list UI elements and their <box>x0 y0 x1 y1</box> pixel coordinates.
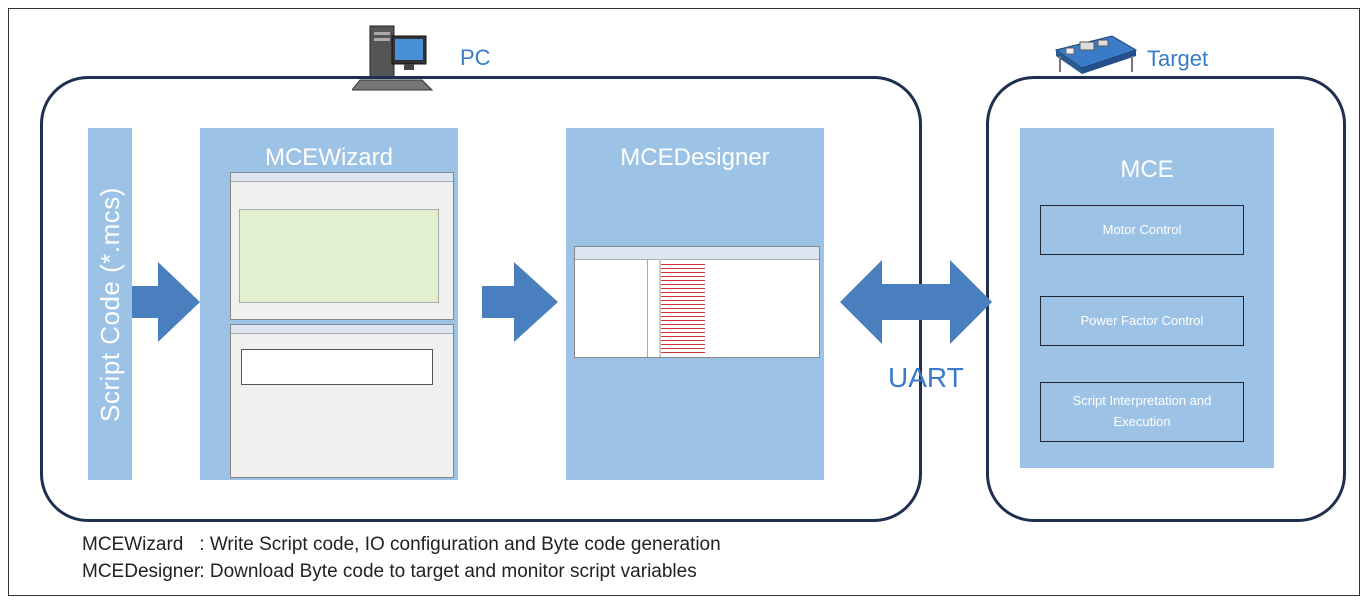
legend-name-2: MCEDesigner <box>82 561 201 582</box>
mcedesigner-title: MCEDesigner <box>620 144 770 171</box>
arrow-designer-target-bidirectional <box>840 260 992 344</box>
power-factor-control-box: Power Factor Control <box>1040 296 1244 346</box>
mcewizard-panel: MCEWizard <box>200 128 458 480</box>
legend-desc-1: Write Script code, IO configuration and … <box>209 534 721 555</box>
legend-desc-2: Download Byte code to target and monitor… <box>209 561 697 582</box>
target-label: Target <box>1147 46 1209 71</box>
legend-name-1: MCEWizard <box>82 534 184 555</box>
mcewizard-title: MCEWizard <box>264 144 393 171</box>
arrow-wizard-to-designer <box>482 262 558 342</box>
computer-icon <box>352 25 434 91</box>
script-configuration-window <box>230 324 454 478</box>
script-interpretation-box: Script Interpretation and Execution <box>1040 382 1244 442</box>
script-code-panel: Script Code (*.mcs) <box>88 128 132 480</box>
arrow-script-to-wizard <box>132 262 200 342</box>
diagram-frame <box>8 8 1360 596</box>
mcedesigner-window <box>574 246 820 358</box>
mce-title: MCE <box>1120 156 1174 183</box>
mcedesigner-panel: MCEDesigner <box>566 128 824 480</box>
legend-line-1: MCEWizard : Write Script code, IO config… <box>82 534 721 555</box>
circuit-board-icon <box>1054 35 1138 74</box>
legend-line-2: MCEDesigner : Download Byte code to targ… <box>82 561 697 582</box>
pc-label: PC <box>460 45 491 70</box>
mce-panel: MCE <box>1020 128 1274 468</box>
script-coding-window <box>230 172 454 320</box>
uart-label: UART <box>888 362 964 393</box>
motor-control-box: Motor Control <box>1040 205 1244 255</box>
